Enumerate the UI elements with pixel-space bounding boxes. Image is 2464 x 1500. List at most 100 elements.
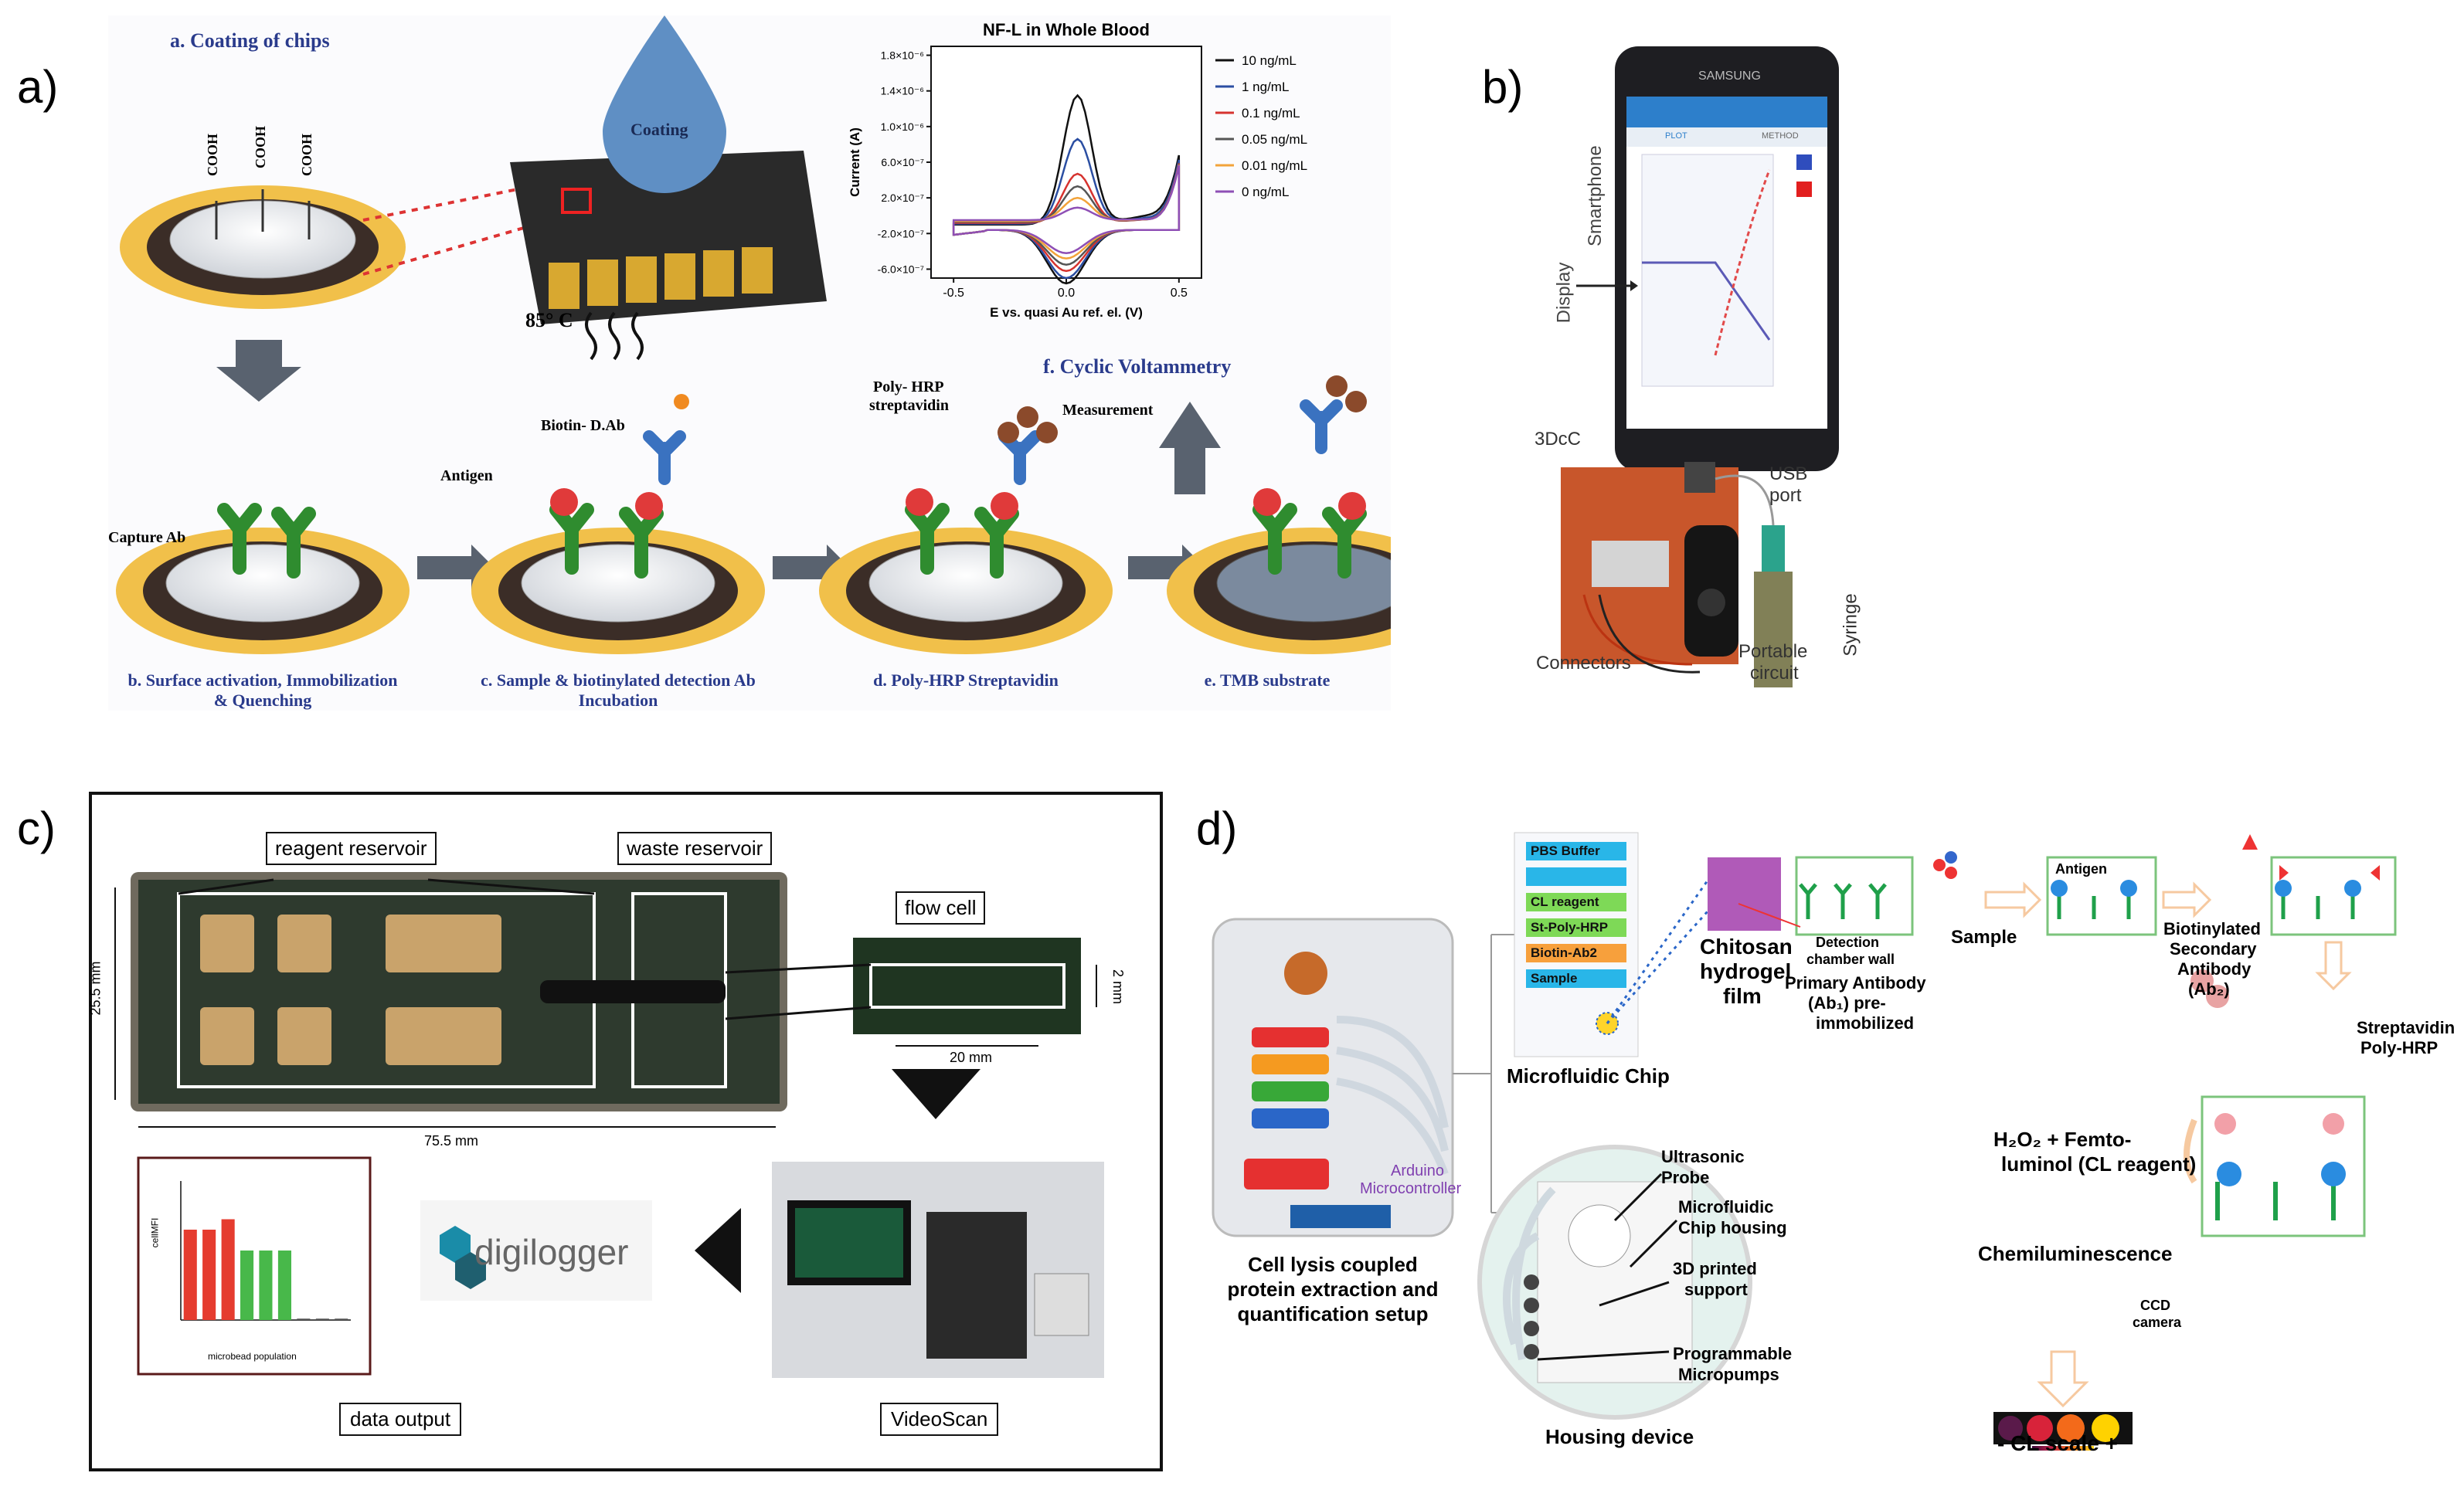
secondary-label-4: (Ab₂) xyxy=(2188,979,2230,999)
print-label-1: 3D printed xyxy=(1673,1259,1757,1278)
cooh-label-1: COOH xyxy=(205,133,221,177)
streptavidin-label: streptavidin xyxy=(869,397,949,414)
strep-label-2: Poly-HRP xyxy=(2360,1038,2439,1057)
secondary-label-3: Antibody xyxy=(2177,959,2252,979)
sample-label: Sample xyxy=(1951,927,2017,948)
disc-c xyxy=(471,394,765,654)
coating-label: Coating xyxy=(630,120,688,139)
panel-label-a: a) xyxy=(17,61,59,113)
circuit-label: circuit xyxy=(1750,663,1799,684)
cv-legend-label: 10 ng/mL xyxy=(1242,53,1297,68)
cv-legend-label: 0.05 ng/mL xyxy=(1242,132,1307,147)
panel-b: SAMSUNG PLOT METHOD Smartphone Display 3… xyxy=(1530,31,1901,703)
cv-xtick-label: 0.5 xyxy=(1171,287,1188,300)
housing-device-label: Housing device xyxy=(1545,1425,1694,1448)
chip-reagent-item xyxy=(1526,867,1626,886)
mini-bar xyxy=(202,1230,216,1320)
cooh-label-2: COOH xyxy=(253,125,269,169)
cv-series-line xyxy=(952,165,1181,254)
cv-legend-label: 0.1 ng/mL xyxy=(1242,106,1300,120)
left-triangle xyxy=(695,1208,741,1293)
cv-chart: NF-L in Whole Blood 1.8×10⁻⁶ 1.4×10⁻⁶ 1.0×1… xyxy=(848,20,1307,320)
chitosan-label-1: Chitosan xyxy=(1700,935,1793,959)
antigen-label: Antigen xyxy=(440,467,493,484)
mini-bar xyxy=(335,1318,348,1320)
chip-reagent-item: PBS Buffer xyxy=(1526,842,1626,860)
step-d-label: d. Poly-HRP Streptavidin xyxy=(873,670,1059,690)
mini-bar xyxy=(259,1251,273,1320)
step-b-line1: b. Surface activation, Immobilization xyxy=(127,670,398,690)
down-arrow xyxy=(216,340,301,402)
step-b-line2: & Quenching xyxy=(213,691,312,710)
panel-label-c: c) xyxy=(17,803,56,854)
coating-drop xyxy=(603,15,726,193)
arduino-label-2: Microcontroller xyxy=(1360,1180,1462,1197)
cooh-label-3: COOH xyxy=(299,133,315,177)
mini-bar-chart xyxy=(180,1181,351,1321)
digilogger-logo: digilogger xyxy=(474,1232,629,1272)
reagent-reservoir-label: reagent reservoir xyxy=(266,832,437,865)
usb-label: USB xyxy=(1769,463,1808,484)
cv-xlabel: E vs. quasi Au ref. el. (V) xyxy=(990,305,1143,320)
cv-xtick-label: -0.5 xyxy=(943,287,964,300)
pump-label-2: Micropumps xyxy=(1678,1365,1779,1384)
mini-bar xyxy=(315,1318,329,1320)
cv-title: NF-L in Whole Blood xyxy=(983,20,1150,39)
step-c-line2: Incubation xyxy=(578,691,658,710)
arduino-label-1: Arduino xyxy=(1391,1162,1444,1179)
strep-label-1: Streptavidin xyxy=(2357,1018,2456,1037)
mini-bar xyxy=(240,1251,254,1320)
mini-bar xyxy=(221,1219,235,1320)
cv-xtick-label: 0.0 xyxy=(1058,287,1075,300)
up-arrow xyxy=(1159,402,1221,494)
disc-b xyxy=(116,503,410,654)
portable-label: Portable xyxy=(1738,641,1808,662)
mini-ylabel: cellMFI xyxy=(149,1217,161,1248)
step-e-label: e. TMB substrate xyxy=(1204,670,1331,690)
connectors-label: Connectors xyxy=(1536,653,1631,674)
down-triangle xyxy=(892,1069,981,1119)
chip-reagent-item: St-Poly-HRP xyxy=(1526,918,1626,937)
heat-icon xyxy=(585,311,644,361)
panel-label-d: d) xyxy=(1196,803,1238,854)
capture-ab-label: Capture Ab xyxy=(108,529,186,546)
tab-plot: PLOT xyxy=(1665,131,1687,141)
primary-ab-label-2: (Ab₁) pre- xyxy=(1808,993,1886,1013)
detection-label-2: chamber wall xyxy=(1806,952,1895,967)
chip-reagent-item: CL reagent xyxy=(1526,893,1626,911)
disc-d xyxy=(819,406,1113,654)
pump-label-1: Programmable xyxy=(1673,1344,1793,1363)
disc-e xyxy=(1167,375,1391,654)
measurement-label: Measurement xyxy=(1062,402,1154,419)
dim-width: 75.5 mm xyxy=(424,1133,479,1149)
cv-caption: f. Cyclic Voltammetry xyxy=(1043,355,1232,378)
cv-ytick-label: 1.4×10⁻⁶ xyxy=(881,85,924,97)
panel-c: reagent reservoir waste reservoir flow c… xyxy=(88,792,1163,1471)
port-label: port xyxy=(1769,485,1802,506)
mini-bar xyxy=(183,1230,197,1320)
device-label: 3DcC xyxy=(1534,429,1582,450)
detection-label-1: Detection xyxy=(1816,935,1880,950)
mini-xlabel: microbead population xyxy=(208,1351,297,1362)
brand-label: SAMSUNG xyxy=(1698,70,1761,83)
chip-reagent-item: Biotin-Ab2 xyxy=(1526,944,1626,962)
temperature-label: 85° C xyxy=(525,309,573,331)
chemiluminescence-label: Chemiluminescence xyxy=(1978,1242,2173,1265)
cv-ytick-label: 1.8×10⁻⁶ xyxy=(881,49,924,62)
antigen-label-d: Antigen xyxy=(2055,861,2107,877)
dim-flow-height: 2 mm xyxy=(1110,969,1126,1004)
syringe-label: Syringe xyxy=(1840,593,1861,657)
mini-bar xyxy=(297,1318,311,1320)
data-output-label: data output xyxy=(339,1403,462,1436)
cv-ytick-label: 1.0×10⁻⁶ xyxy=(881,120,924,133)
h2o2-label-2: luminol (CL reagent) xyxy=(2001,1152,2197,1176)
setup-caption-2: protein extraction and xyxy=(1227,1278,1439,1301)
secondary-label-1: Biotinylated xyxy=(2163,919,2261,938)
cv-legend-label: 0 ng/mL xyxy=(1242,185,1289,199)
setup-caption-1: Cell lysis coupled xyxy=(1248,1253,1418,1276)
secondary-label-2: Secondary xyxy=(2170,939,2257,959)
display-arrow xyxy=(1576,280,1638,291)
setup-caption-3: quantification setup xyxy=(1237,1302,1429,1325)
